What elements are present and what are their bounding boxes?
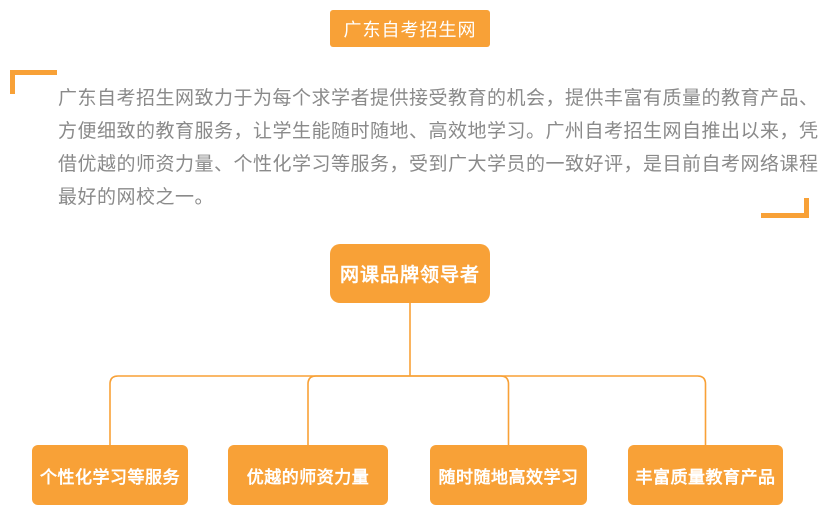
intro-line: 最好的网校之一。 bbox=[58, 187, 215, 208]
tree-root-node: 网课品牌领导者 bbox=[330, 244, 490, 303]
intro-line: 借优越的师资力量、个性化学习等服务，受到广大学员的一致好评，是目前自考网络课程 bbox=[58, 154, 819, 175]
tree-child-node: 优越的师资力量 bbox=[228, 445, 388, 505]
intro-line: 广东自考招生网致力于为每个求学者提供接受教育的机会，提供丰富有质量的教育产品、 bbox=[58, 88, 819, 109]
site-title-badge: 广东自考招生网 bbox=[330, 10, 490, 47]
corner-bracket-top-left-icon bbox=[10, 70, 57, 94]
tree-child-node: 丰富质量教育产品 bbox=[628, 445, 783, 505]
corner-bracket-bottom-right-icon bbox=[761, 198, 809, 218]
intro-line: 方便细致的教育服务，让学生能随时随地、高效地学习。广州自考招生网自推出以来，凭 bbox=[58, 121, 819, 142]
tree-child-node: 个性化学习等服务 bbox=[32, 445, 188, 505]
intro-paragraph: 广东自考招生网致力于为每个求学者提供接受教育的机会，提供丰富有质量的教育产品、 … bbox=[58, 82, 819, 214]
tree-child-node: 随时随地高效学习 bbox=[430, 445, 587, 505]
